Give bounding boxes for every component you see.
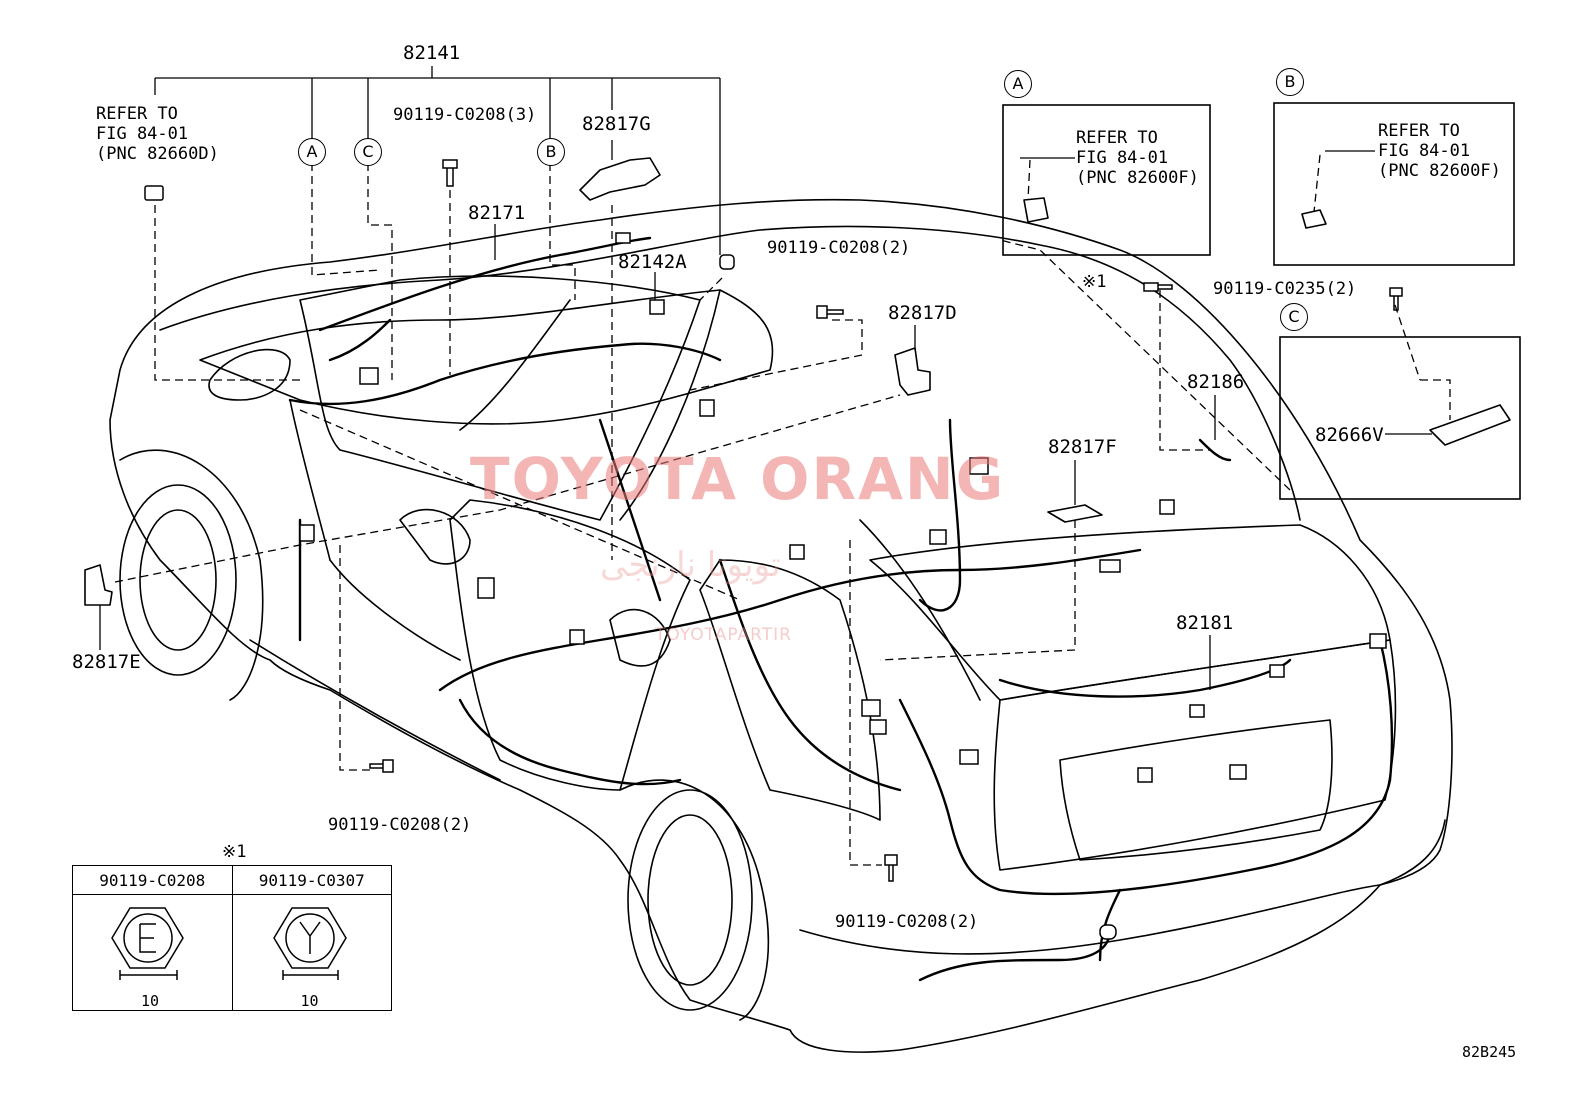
- watermark-text: TOYOTA ORANG: [470, 445, 1006, 513]
- windshield: [299, 275, 701, 521]
- detail-box-b: [1273, 102, 1515, 266]
- watermark-url: TOYOTAPARTIR: [655, 625, 792, 645]
- bolt-icon: [442, 159, 458, 187]
- bolt-legend-table: 90119-C0208 90119-C0307 E 10 Y 10: [72, 865, 392, 1011]
- car-body-outline: [109, 198, 1453, 1053]
- callout-c: C: [354, 138, 382, 166]
- detail-c-letter: C: [1280, 303, 1308, 331]
- label-82817G: 82817G: [582, 113, 651, 135]
- detail-box-a: [1002, 104, 1211, 256]
- front-door-opening: [449, 499, 691, 791]
- front-wheel: [119, 484, 237, 676]
- rear-door-opening: [699, 559, 881, 821]
- label-bolt-3: 90119-C0208(3): [393, 105, 537, 125]
- detail-b-letter: B: [1276, 68, 1304, 96]
- callout-b: B: [537, 138, 565, 166]
- label-82186: 82186: [1187, 371, 1245, 393]
- part-82666V: [1429, 404, 1511, 446]
- rear-seat: [609, 608, 671, 667]
- harness-roof: [318, 236, 652, 332]
- bolt-icon: [1143, 282, 1173, 292]
- bolt-icon: [816, 305, 844, 319]
- figure-code: 82B245: [1462, 1043, 1517, 1061]
- label-82817D: 82817D: [888, 302, 957, 324]
- detail-box-c: [1279, 336, 1521, 500]
- legend-header-c0307: 90119-C0307: [231, 865, 392, 895]
- label-bolt-c0235: 90119-C0235(2): [1213, 279, 1357, 299]
- label-82817E: 82817E: [72, 651, 141, 673]
- harness-floor-main: [438, 548, 1142, 692]
- detail-a-text: REFER TO FIG 84-01 (PNC 82600F): [1076, 128, 1199, 188]
- label-82817F: 82817F: [1048, 436, 1117, 458]
- legend-size-y: 10: [300, 992, 319, 1010]
- part-82817F: [1047, 504, 1103, 523]
- legend-header-c0208: 90119-C0208: [72, 865, 233, 895]
- legend-size-e: 10: [141, 992, 160, 1010]
- label-bolt-2-left: 90119-C0208(2): [328, 815, 472, 835]
- detail-b-text: REFER TO FIG 84-01 (PNC 82600F): [1378, 121, 1501, 181]
- side-mirror: [208, 348, 291, 401]
- callout-a: A: [298, 138, 326, 166]
- dashboard: [199, 289, 774, 425]
- bolt-icon: [1389, 287, 1403, 311]
- license-plate-area: [1059, 719, 1333, 861]
- bolt-icon: [369, 759, 394, 773]
- box-b-connector: [1301, 209, 1327, 229]
- label-82142A: 82142A: [618, 251, 687, 273]
- harness-rear: [898, 638, 1394, 896]
- label-bolt-2-top: 90119-C0208(2): [767, 238, 911, 258]
- harness-rocker: [458, 698, 682, 786]
- front-seat: [399, 508, 471, 565]
- label-82141: 82141: [403, 42, 461, 64]
- watermark-arabic: تويوتا نارنجی: [600, 545, 781, 585]
- label-82181: 82181: [1176, 612, 1234, 634]
- harness-dash: [288, 342, 722, 406]
- label-82171: 82171: [468, 202, 526, 224]
- box-a-connector: [1023, 197, 1049, 223]
- roof-line: [159, 225, 1301, 521]
- label-note-mark: ※1: [1082, 272, 1107, 292]
- part-82817D: [894, 347, 931, 396]
- bolt-icon: [884, 854, 898, 882]
- label-bolt-2-bottom: 90119-C0208(2): [835, 912, 979, 932]
- label-note-mark-legend: ※1: [222, 842, 247, 862]
- part-82817E: [84, 564, 113, 606]
- detail-a-letter: A: [1004, 70, 1032, 98]
- rear-panel: [993, 639, 1397, 871]
- rear-wheel: [627, 789, 753, 1011]
- part-82817G: [579, 157, 661, 201]
- label-82666V: 82666V: [1315, 424, 1384, 446]
- label-refer-main: REFER TO FIG 84-01 (PNC 82660D): [96, 104, 219, 164]
